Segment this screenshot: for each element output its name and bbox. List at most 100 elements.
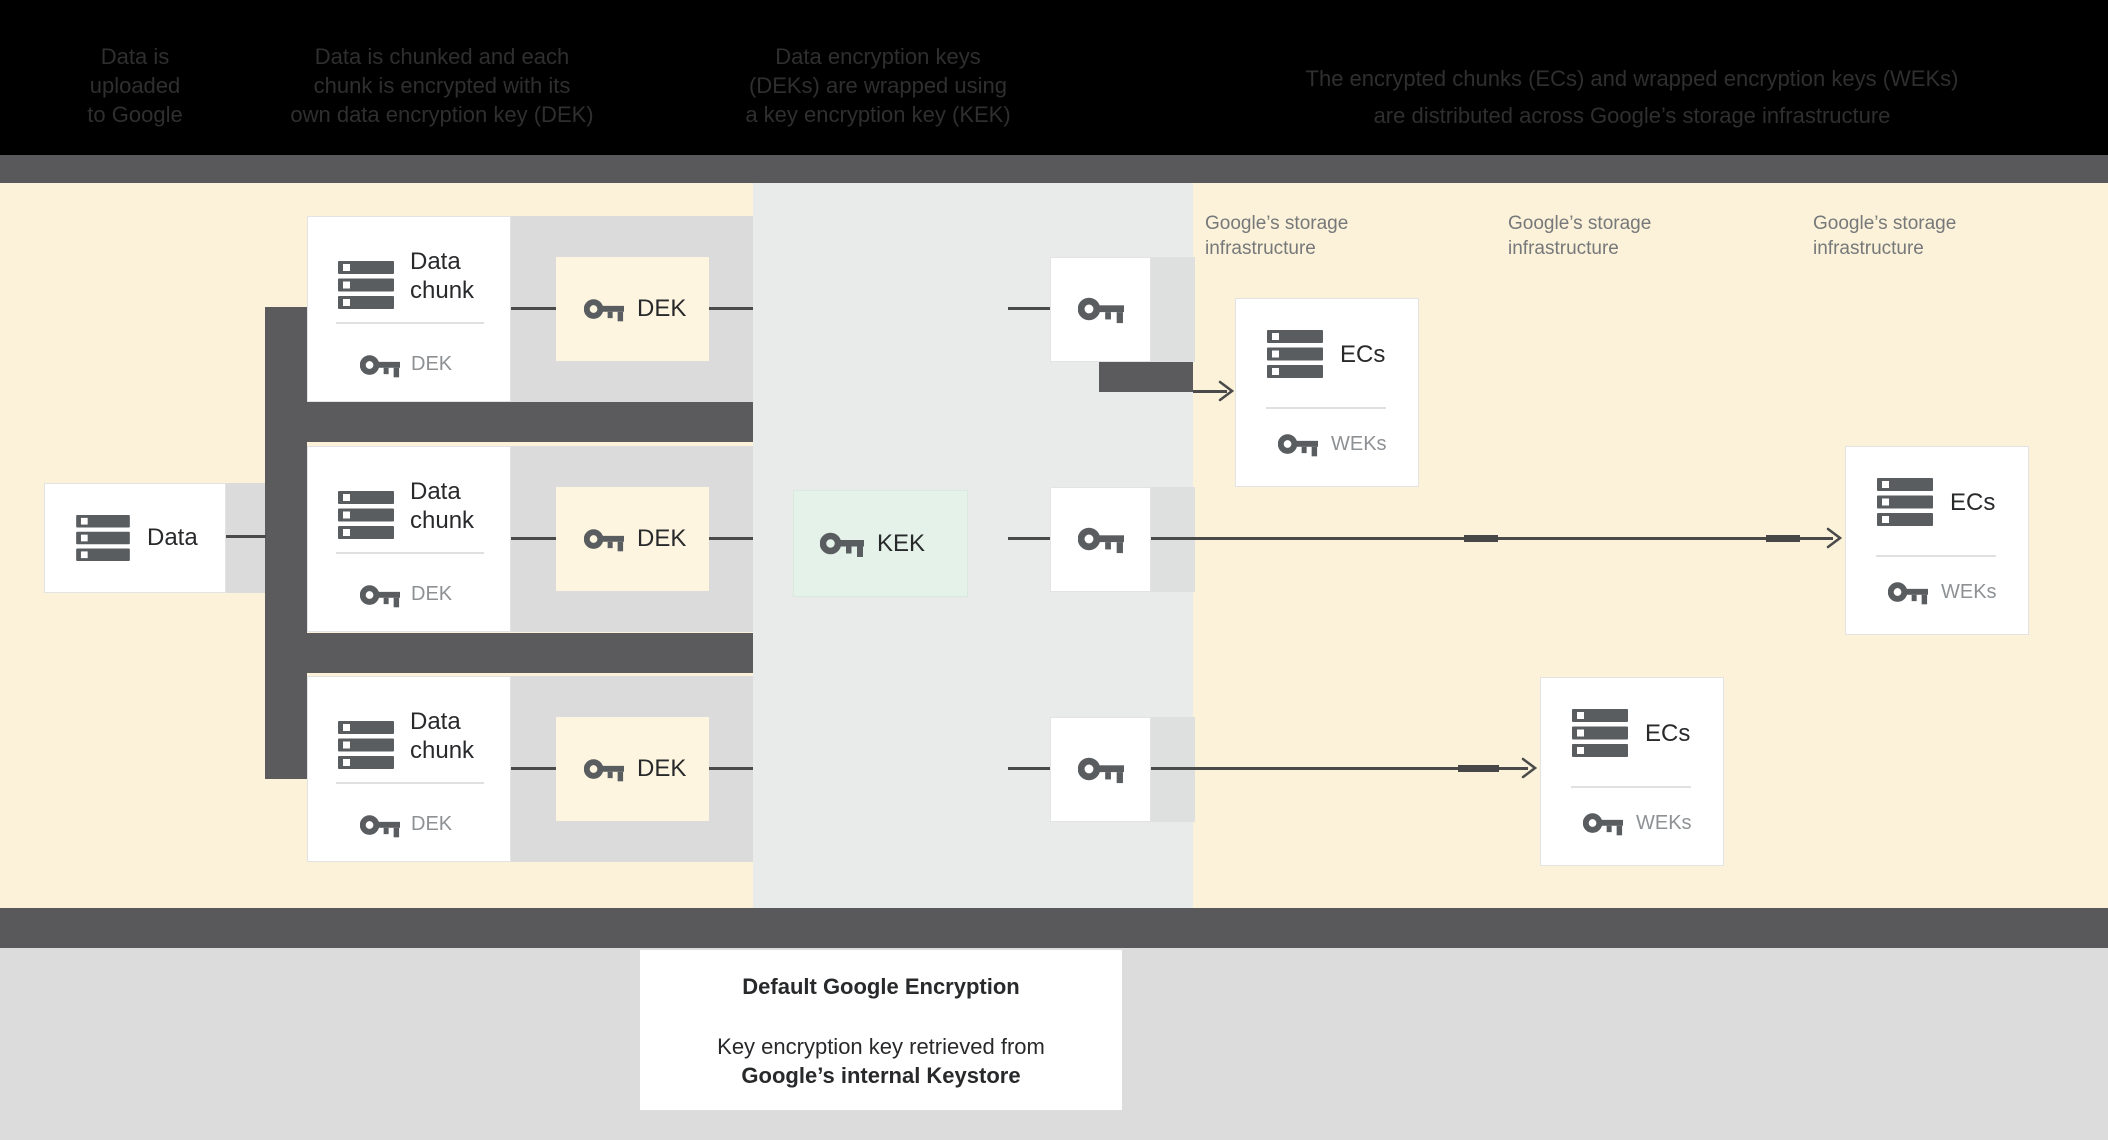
key-icon [584,525,624,554]
connector-line [709,307,753,310]
storage-infrastructure-label: Google’s storage infrastructure [1205,211,1435,261]
label-line: infrastructure [1205,238,1316,259]
connector-band [226,483,266,593]
split-connector-horizontal [265,402,753,442]
divider-line [336,552,484,554]
kek-box: KEK [793,490,968,597]
caption-line: a key encryption key (KEK) [745,102,1011,127]
caption-data-uploaded: Data is uploaded to Google [25,42,245,129]
key-icon [360,811,400,840]
connector-line [511,767,557,770]
weks-label: WEKs [1636,812,1692,834]
arrow-dash [1458,765,1499,772]
key-icon [1888,578,1928,607]
footer-area: Default Google Encryption Key encryption… [0,948,2108,1140]
wrapped-key-connector [1099,362,1193,392]
data-chunk-box: Data chunk DEK [307,216,511,402]
connector-line [511,537,557,540]
caption-line: (DEKs) are wrapped using [748,73,1007,98]
caption-line: Data is [100,44,170,69]
key-icon [360,351,400,380]
weks-label: WEKs [1331,433,1387,455]
caption-line: own data encryption key (DEK) [290,102,594,127]
server-icon [338,261,394,309]
divider-line [336,782,484,784]
divider-line [1266,407,1386,409]
divider-bar-bottom [0,908,2108,948]
divider-bar-top [0,155,2108,183]
caption-line: uploaded [89,73,181,98]
divider-line [1571,786,1691,788]
label-line: Google’s storage [1508,213,1652,234]
connector-line [1008,307,1050,310]
ecs-box: ECs WEKs [1845,446,2029,635]
ecs-box-label: ECs [1645,720,1691,747]
key-icon [584,755,624,784]
connector-line [709,767,753,770]
divider-line [336,322,484,324]
connector-line [511,307,557,310]
legend-title: Default Google Encryption [742,974,1020,999]
kek-box-label: KEK [877,529,926,557]
split-connector-horizontal [265,633,753,673]
storage-infrastructure-label: Google’s storage infrastructure [1813,211,2043,261]
server-icon [338,721,394,769]
key-icon [1278,430,1318,459]
legend-line: Google’s internal Keystore [741,1063,1021,1088]
label-line: Google’s storage [1813,213,1957,234]
data-chunk-label: Data chunk [410,247,474,305]
connector-band [1151,257,1195,362]
data-box-label: Data [147,524,198,551]
label-line: Data [410,708,461,735]
caption-line: are distributed across Google’s storage … [1373,103,1891,128]
dek-box-label: DEK [637,295,687,322]
encryption-flow-diagram: Data Data chunk DEK Data chunk DEK [0,183,2108,908]
arrow-to-ecs-3 [1151,767,1528,770]
arrow-to-ecs-1 [1193,390,1227,393]
caption-line: The encrypted chunks (ECs) and wrapped e… [1305,66,1959,91]
label-line: infrastructure [1813,238,1924,259]
key-icon [360,581,400,610]
ecs-box: ECs WEKs [1540,677,1724,866]
arrow-dash [1464,535,1498,542]
split-connector-vertical [265,307,307,779]
arrowhead-icon [1521,757,1537,779]
dek-box: DEK [556,487,709,591]
server-icon [75,515,131,561]
legend-line: Key encryption key retrieved from [717,1034,1045,1059]
dek-box-label: DEK [637,755,687,782]
legend-box: Default Google Encryption Key encryption… [640,950,1122,1110]
arrowhead-icon [1826,527,1842,549]
arrowhead-icon [1218,380,1234,402]
server-icon [1877,478,1933,526]
data-box: Data [44,483,226,593]
dek-small-label: DEK [411,353,453,375]
divider-line [1876,555,1996,557]
data-chunk-label: Data chunk [410,707,474,765]
dek-small-label: DEK [411,813,453,835]
key-icon [1583,809,1623,838]
label-line: chunk [410,507,475,534]
connector-line [709,537,753,540]
caption-strip: Data is uploaded to Google Data is chunk… [0,0,2108,155]
label-line: infrastructure [1508,238,1619,259]
dek-small-label: DEK [411,583,453,605]
server-icon [1267,330,1323,378]
caption-distribution: The encrypted chunks (ECs) and wrapped e… [1262,60,2002,134]
label-line: chunk [410,277,475,304]
wrapping-key-box [1050,487,1151,592]
server-icon [1572,709,1628,757]
data-chunk-box: Data chunk DEK [307,676,511,862]
key-icon [584,295,624,324]
ecs-box-label: ECs [1950,489,1996,516]
ecs-box-label: ECs [1340,341,1386,368]
key-icon [820,528,864,560]
key-icon [1078,753,1124,786]
caption-line: chunk is encrypted with its [313,73,571,98]
caption-line: to Google [87,102,183,127]
data-chunk-box: Data chunk DEK [307,446,511,632]
caption-line: Data encryption keys [775,44,981,69]
server-icon [338,491,394,539]
label-line: Data [410,478,461,505]
